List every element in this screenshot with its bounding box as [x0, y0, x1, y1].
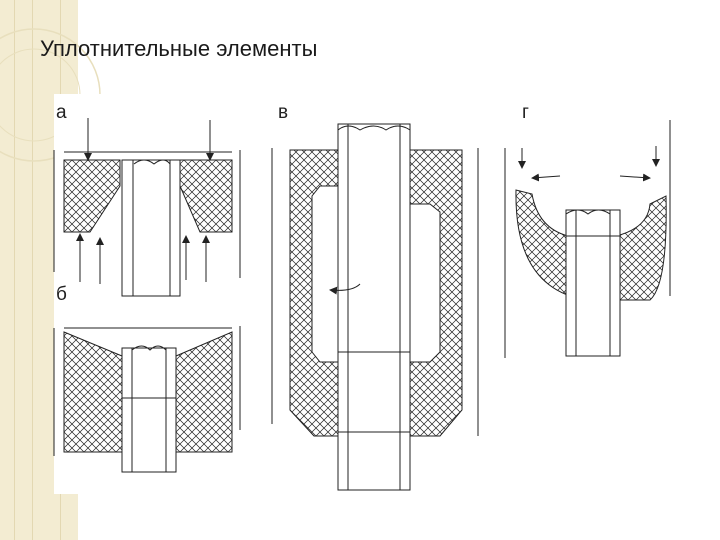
strip-line [14, 0, 15, 540]
figure-a-drawing [53, 118, 241, 297]
figure-label-v: в [278, 102, 289, 123]
figure-v-drawing [271, 123, 479, 491]
figure-label-a: а [56, 102, 67, 123]
figure-label-b: б [56, 284, 67, 305]
figure-b-drawing [53, 326, 241, 473]
strip-line [32, 0, 33, 540]
figure-label-g: г [522, 102, 529, 123]
slide-title: Уплотнительные элементы [40, 36, 318, 61]
figure-g-drawing [504, 120, 671, 358]
